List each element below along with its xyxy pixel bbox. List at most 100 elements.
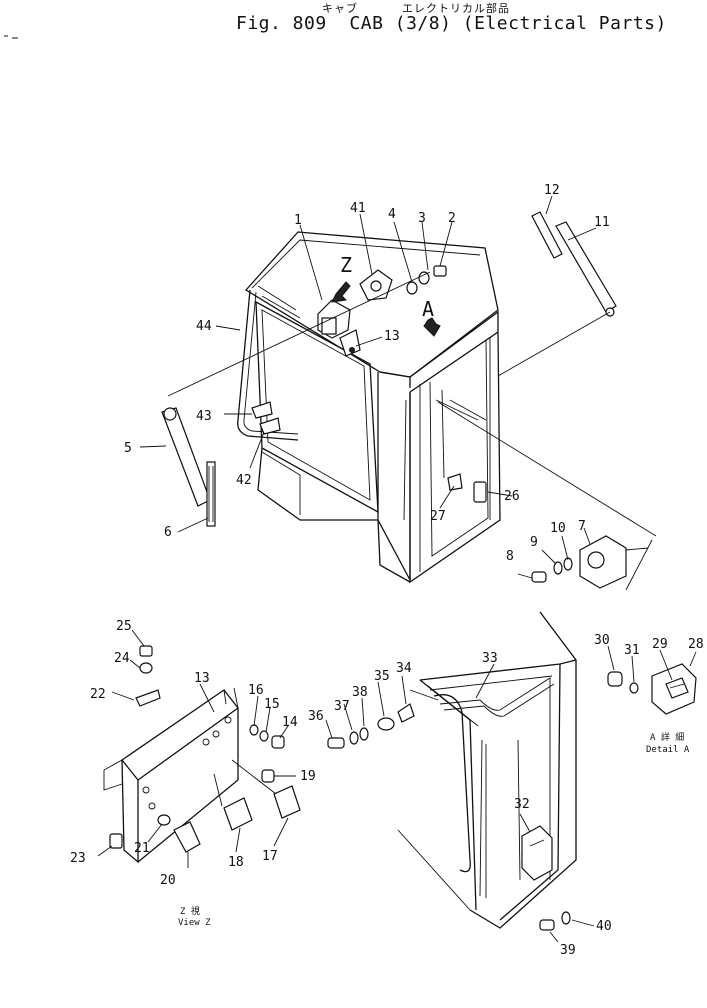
bolt-14 xyxy=(271,735,285,749)
callout-44: 44 xyxy=(196,319,212,334)
wiper-blade-6 xyxy=(206,461,216,527)
clip-22 xyxy=(135,689,161,707)
callout-2: 2 xyxy=(448,211,456,226)
washer-40 xyxy=(561,911,571,925)
washer-9 xyxy=(553,561,563,575)
callout-30: 30 xyxy=(594,633,610,648)
callout-37: 37 xyxy=(334,699,350,714)
bolt-23 xyxy=(109,833,123,849)
callout-20: 20 xyxy=(160,873,176,888)
title-kana-electrical: エレクトリカル部品 xyxy=(402,2,510,15)
nut-2 xyxy=(433,265,447,277)
view-a-label: A xyxy=(422,297,434,321)
washer-4 xyxy=(406,281,418,295)
callout-39: 39 xyxy=(560,943,576,958)
callout-3: 3 xyxy=(418,211,426,226)
leader-lines-rear xyxy=(325,663,595,943)
callout-31: 31 xyxy=(624,643,640,658)
callout-19: 19 xyxy=(300,769,316,784)
washer-motor-32 xyxy=(521,825,553,881)
bolt-36 xyxy=(327,737,345,749)
leader-lines-detail-a xyxy=(607,645,697,683)
callout-25: 25 xyxy=(116,619,132,634)
washer-31 xyxy=(629,682,639,694)
callout-13-upper: 13 xyxy=(384,329,400,344)
title-kana-cab: キャブ xyxy=(322,2,358,15)
view-z-caption-jp: Z 視 xyxy=(180,905,200,917)
callout-7: 7 xyxy=(578,519,586,534)
wire-harness-44 xyxy=(237,289,299,441)
cab-body xyxy=(244,231,501,584)
callout-27: 27 xyxy=(430,509,446,524)
callout-38: 38 xyxy=(352,685,368,700)
scan-mark xyxy=(4,35,18,39)
callout-1: 1 xyxy=(294,213,302,228)
callout-40: 40 xyxy=(596,919,612,934)
callout-12: 12 xyxy=(544,183,560,198)
bracket-13 xyxy=(339,329,361,357)
callout-9: 9 xyxy=(530,535,538,550)
bolt-27 xyxy=(447,473,463,491)
callout-10: 10 xyxy=(550,521,566,536)
washer-21 xyxy=(157,814,171,826)
callout-6: 6 xyxy=(164,525,172,540)
callout-32: 32 xyxy=(514,797,530,812)
rear-cab-body xyxy=(397,611,577,929)
leader-lines-upper xyxy=(139,195,657,591)
wiper-blade-12 xyxy=(531,211,563,259)
wire-harness-33 xyxy=(433,694,471,873)
callout-4: 4 xyxy=(388,207,396,222)
washer-24 xyxy=(139,662,153,674)
bolt-8 xyxy=(531,571,547,583)
callout-29: 29 xyxy=(652,637,668,652)
wiper-motor-7 xyxy=(579,535,649,589)
wiper-arm-11 xyxy=(555,221,617,317)
washer-38 xyxy=(359,727,369,741)
view-z-arrow xyxy=(331,281,351,303)
view-z-label: Z xyxy=(340,253,352,277)
washer-10 xyxy=(563,557,573,571)
washer-15 xyxy=(259,730,269,742)
callout-28: 28 xyxy=(688,637,704,652)
view-a-arrow xyxy=(423,317,441,337)
callout-14: 14 xyxy=(282,715,298,730)
relay-18 xyxy=(213,773,253,831)
callout-11: 11 xyxy=(594,215,610,230)
figure-caption: CAB (3/8) (Electrical Parts) xyxy=(349,13,667,34)
switch-20 xyxy=(173,821,201,853)
figure-number: Fig. 809 xyxy=(236,13,327,34)
callout-17: 17 xyxy=(262,849,278,864)
callout-13-lower: 13 xyxy=(194,671,210,686)
roof-lamp-41 xyxy=(359,269,393,301)
callout-22: 22 xyxy=(90,687,106,702)
nut-25 xyxy=(139,645,153,657)
callout-36: 36 xyxy=(308,709,324,724)
callout-16: 16 xyxy=(248,683,264,698)
detail-a-caption-en: Detail A xyxy=(646,745,690,755)
callout-33: 33 xyxy=(482,651,498,666)
figure-title: Fig. 809 CAB (3/8) (Electrical Parts) xyxy=(236,13,667,34)
bracket-1 xyxy=(317,299,351,339)
callout-18: 18 xyxy=(228,855,244,870)
callout-26: 26 xyxy=(504,489,520,504)
view-z-caption-en: View Z xyxy=(178,918,211,928)
callout-8: 8 xyxy=(506,549,514,564)
callout-34: 34 xyxy=(396,661,412,676)
callout-43: 43 xyxy=(196,409,212,424)
washer-16 xyxy=(249,724,259,736)
callout-21: 21 xyxy=(134,841,150,856)
bracket-plate-13 xyxy=(103,687,239,864)
callout-41: 41 xyxy=(350,201,366,216)
callout-35: 35 xyxy=(374,669,390,684)
relay-17 xyxy=(231,759,301,819)
washer-37 xyxy=(349,731,359,745)
detail-a-knob-29 xyxy=(665,677,689,699)
connector-42 xyxy=(259,417,281,435)
bracket-35 xyxy=(377,717,395,731)
leader-lines-view-z xyxy=(97,629,296,868)
callout-42: 42 xyxy=(236,473,252,488)
callout-24: 24 xyxy=(114,651,130,666)
callout-23: 23 xyxy=(70,851,86,866)
callout-15: 15 xyxy=(264,697,280,712)
